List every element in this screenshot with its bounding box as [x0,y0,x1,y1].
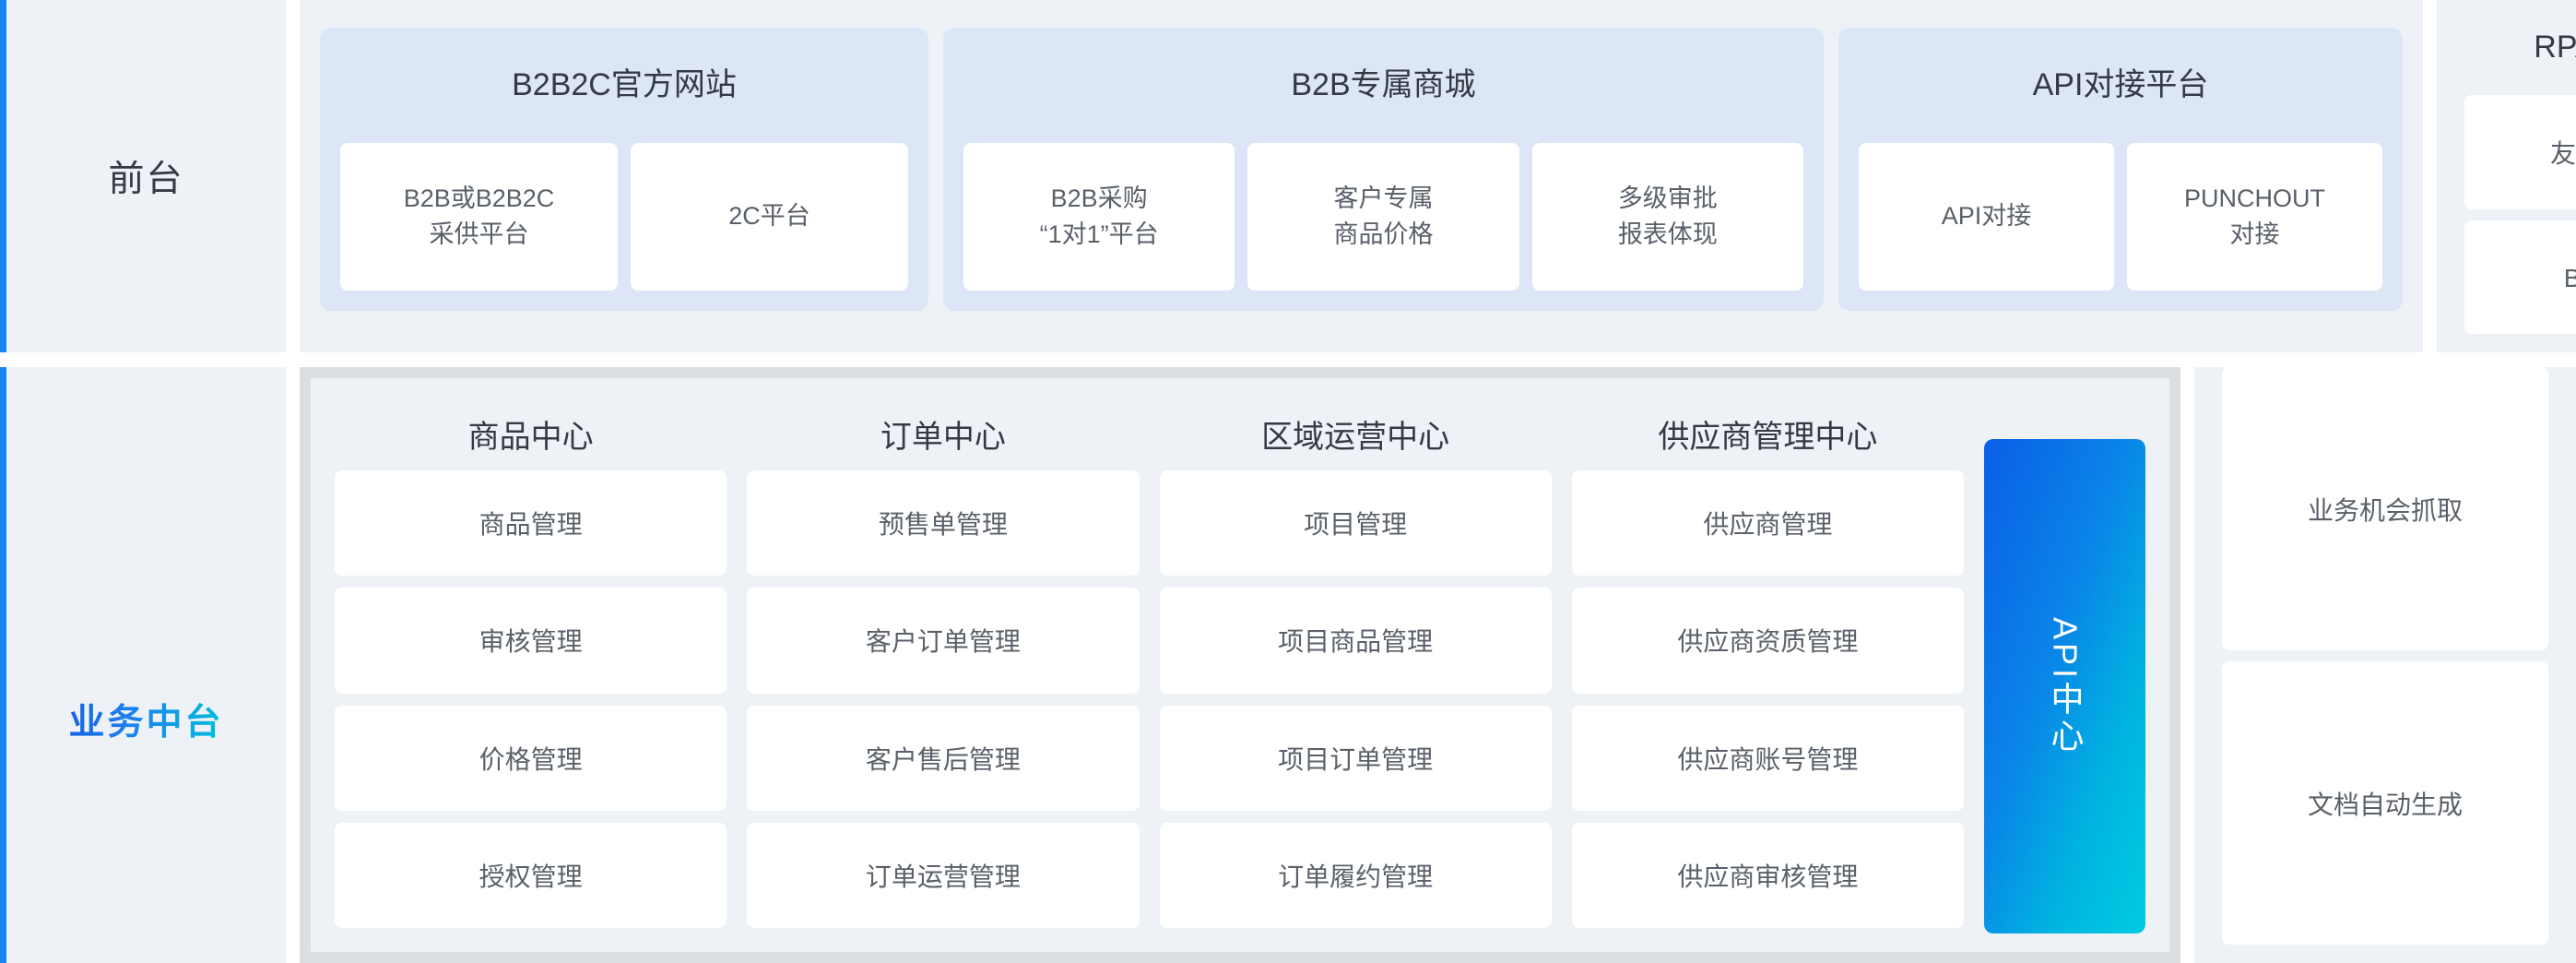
front-card[interactable]: 2C平台 [631,143,908,291]
middle-column-cards: 预售单管理 客户订单管理 客户售后管理 订单运营管理 [747,470,1140,928]
rpa-card[interactable]: 业务机会抓取 [2222,367,2548,650]
rpa-card[interactable]: BI统计分析 [2464,220,2576,334]
middle-platform-container: 商品中心 商品管理 审核管理 价格管理 授权管理 订单中心 预售单管理 客户订单… [300,367,2180,963]
rpa-card[interactable]: 文档自动生成 [2222,661,2548,945]
front-card[interactable]: API对接 [1859,143,2114,291]
middle-card[interactable]: 供应商管理 [1571,470,1964,577]
middle-layer-label-text: 业务中台 [68,694,223,745]
front-groups-container: B2B2C官方网站 B2B或B2B2C 采供平台 2C平台 B2B专属商城 B2… [300,0,2423,352]
middle-column-title: 订单中心 [880,420,1006,455]
rpa-card-list-bottom: 业务机会抓取 文档自动生成 [2222,367,2548,945]
api-center-wrapper: API中心 [1984,404,2145,933]
front-group-api-platform[interactable]: API对接平台 API对接 PUNCHOUT 对接 [1838,28,2403,311]
middle-card[interactable]: 客户订单管理 [747,588,1140,694]
middle-column-title: 供应商管理中心 [1658,420,1878,455]
middle-card[interactable]: 项目商品管理 [1159,588,1552,694]
middle-card[interactable]: 审核管理 [335,588,727,694]
middle-card[interactable]: 订单履约管理 [1159,822,1552,928]
rpa-column-top: RPA支撑系统 友商数据获取 BI统计分析 [2437,0,2576,352]
middle-card[interactable]: 项目管理 [1159,470,1552,577]
front-group-cards: API对接 PUNCHOUT 对接 [1859,143,2382,291]
middle-card[interactable]: 订单运营管理 [747,822,1140,928]
middle-card[interactable]: 商品管理 [335,470,727,577]
rpa-column-title: RPA支撑系统 [2534,30,2576,65]
front-group-title: B2B2C官方网站 [512,67,737,102]
front-layer-row: 前台 B2B2C官方网站 B2B或B2B2C 采供平台 2C平台 B2B专属商城… [0,0,2576,352]
front-layer-label-text: 前台 [108,160,184,199]
middle-card[interactable]: 价格管理 [335,705,727,811]
middle-column-product-center: 商品中心 商品管理 审核管理 价格管理 授权管理 [335,404,727,928]
middle-column-cards: 商品管理 审核管理 价格管理 授权管理 [335,470,727,928]
middle-card[interactable]: 供应商账号管理 [1571,705,1964,811]
middle-column-cards: 项目管理 项目商品管理 项目订单管理 订单履约管理 [1159,470,1552,928]
middle-card[interactable]: 客户售后管理 [747,705,1140,811]
front-card[interactable]: 多级审批 报表体现 [1531,143,1803,291]
middle-column-order-center: 订单中心 预售单管理 客户订单管理 客户售后管理 订单运营管理 [747,404,1140,928]
front-group-b2b-mall[interactable]: B2B专属商城 B2B采购 “1对1”平台 客户专属 商品价格 多级审批 报表体… [943,28,1824,311]
rpa-card-list-top: 友商数据获取 BI统计分析 [2464,95,2576,334]
front-card[interactable]: B2B或B2B2C 采供平台 [340,143,618,291]
front-group-cards: B2B采购 “1对1”平台 客户专属 商品价格 多级审批 报表体现 [963,143,1803,291]
middle-column-title: 商品中心 [467,420,594,455]
middle-platform-row: 业务中台 商品中心 商品管理 审核管理 价格管理 授权管理 订单中心 预售单管理… [0,367,2576,963]
middle-column-title: 区域运营中心 [1261,420,1450,455]
middle-card[interactable]: 供应商资质管理 [1571,588,1964,694]
front-group-b2b2c-website[interactable]: B2B2C官方网站 B2B或B2B2C 采供平台 2C平台 [320,28,928,311]
api-center-label: API中心 [2046,616,2085,756]
front-group-title: API对接平台 [2032,67,2209,102]
front-card[interactable]: B2B采购 “1对1”平台 [963,143,1235,291]
middle-card[interactable]: 项目订单管理 [1159,705,1552,811]
front-card[interactable]: PUNCHOUT 对接 [2127,143,2382,291]
middle-card[interactable]: 授权管理 [335,822,727,928]
middle-column-supplier-management-center: 供应商管理中心 供应商管理 供应商资质管理 供应商账号管理 供应商审核管理 [1571,404,1964,928]
layer-label-middle: 业务中台 [0,367,286,963]
rpa-card[interactable]: 友商数据获取 [2464,95,2576,209]
rpa-column-bottom: 业务机会抓取 文档自动生成 [2194,367,2576,963]
middle-card[interactable]: 供应商审核管理 [1571,822,1964,928]
middle-card[interactable]: 预售单管理 [747,470,1140,577]
middle-column-cards: 供应商管理 供应商资质管理 供应商账号管理 供应商审核管理 [1571,470,1964,928]
api-center-block[interactable]: API中心 [1984,439,2145,933]
front-group-title: B2B专属商城 [1291,67,1476,102]
front-card[interactable]: 客户专属 商品价格 [1247,143,1519,291]
layer-label-front: 前台 [0,0,286,352]
front-group-cards: B2B或B2B2C 采供平台 2C平台 [340,143,908,291]
middle-column-regional-operations-center: 区域运营中心 项目管理 项目商品管理 项目订单管理 订单履约管理 [1159,404,1552,928]
